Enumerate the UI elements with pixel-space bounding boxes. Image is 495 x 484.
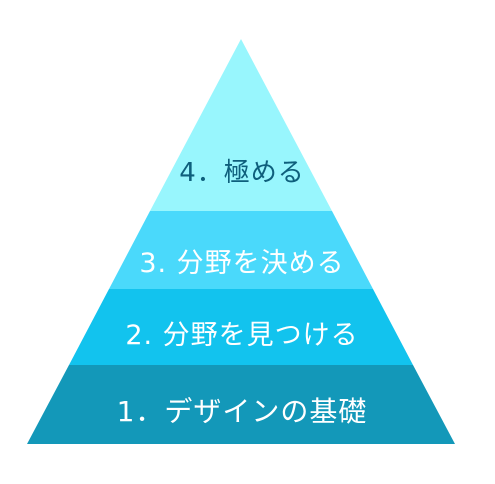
level-1-label: 1．デザインの基礎 <box>116 395 368 428</box>
level-4-label: 4．極める <box>179 158 305 188</box>
pyramid-level-3 <box>109 211 373 289</box>
level-2-label: 2. 分野を見つける <box>125 320 359 351</box>
pyramid-level-2 <box>69 289 413 365</box>
pyramid-level-1 <box>27 365 455 444</box>
level-3-label: 3. 分野を決める <box>139 248 345 279</box>
pyramid-level-4 <box>150 39 332 211</box>
